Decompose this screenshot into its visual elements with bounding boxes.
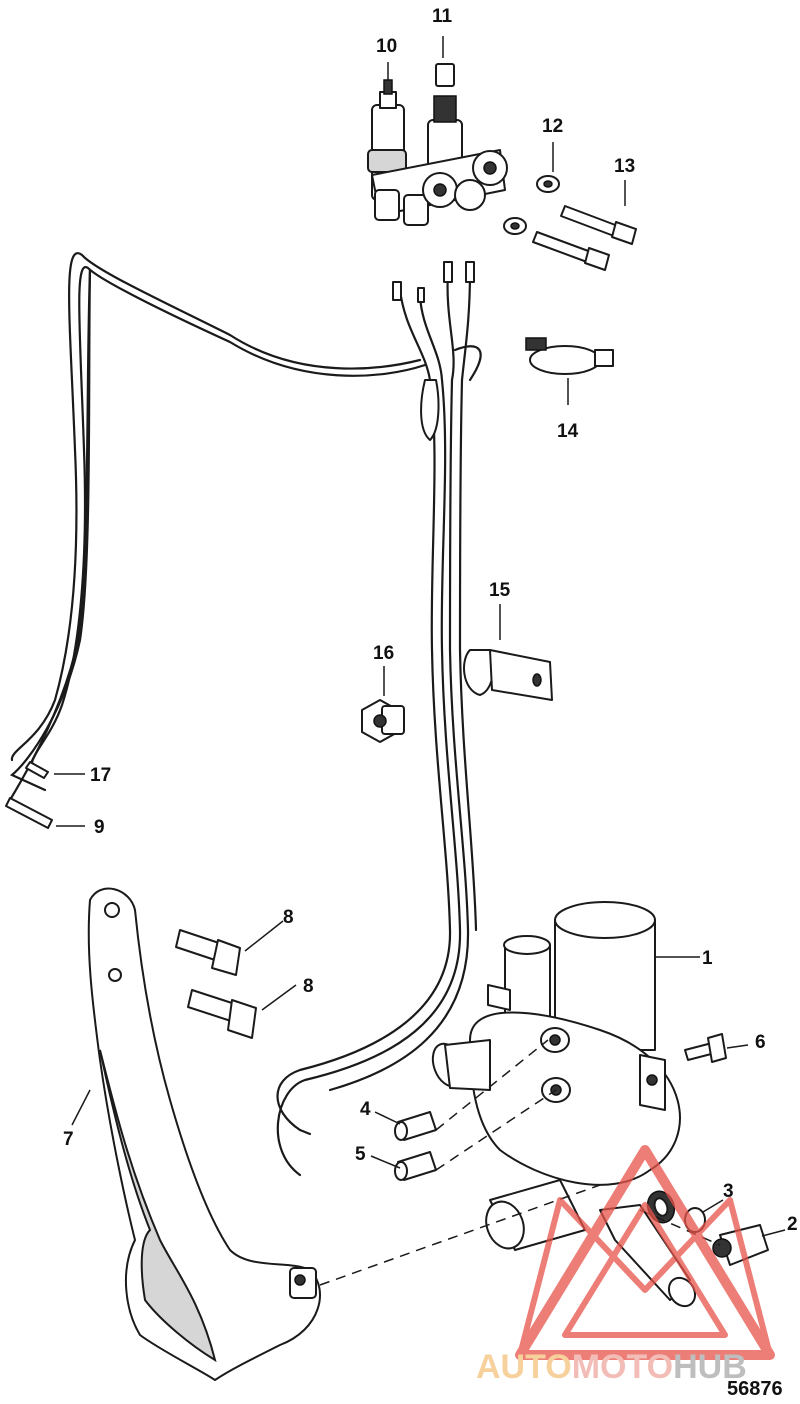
callout-1: 1 (702, 948, 713, 969)
callout-13: 13 (614, 156, 635, 177)
callout-12: 12 (542, 116, 563, 137)
callout-3: 3 (723, 1181, 734, 1202)
bracket-15 (463, 649, 553, 701)
bolts-8 (175, 929, 257, 1039)
callout-5: 5 (355, 1144, 366, 1165)
figure-number: 56876 (727, 1378, 783, 1400)
callout-15: 15 (489, 580, 511, 601)
valve-assembly (367, 63, 508, 226)
lead-ends (5, 761, 53, 829)
callout-7: 7 (63, 1129, 74, 1150)
watermark-text-auto: AUTOMOTOHUB (476, 1348, 747, 1386)
callout-labels: 10 11 12 13 14 15 16 17 9 8 8 1 6 4 5 7 … (63, 6, 798, 1400)
bracket-arm-7 (87, 887, 321, 1381)
callout-2: 2 (787, 1214, 798, 1235)
screws-13 (532, 205, 637, 271)
callout-14: 14 (557, 421, 579, 442)
callout-9: 9 (94, 817, 105, 838)
nut-16 (361, 699, 405, 743)
watermark: AUTOMOTOHUB (476, 1145, 775, 1386)
clamp-14 (525, 337, 614, 375)
callout-6: 6 (755, 1032, 766, 1053)
callout-4: 4 (360, 1099, 371, 1120)
callout-8a: 8 (283, 907, 294, 928)
housing-1 (431, 901, 697, 1308)
alignment-lines (319, 1039, 721, 1286)
callout-16: 16 (373, 643, 394, 664)
callout-10: 10 (376, 36, 397, 57)
callout-11: 11 (432, 6, 453, 27)
callout-17: 17 (90, 765, 111, 786)
callout-8b: 8 (303, 976, 314, 997)
leader-lines (54, 36, 786, 1237)
washers (503, 175, 560, 235)
